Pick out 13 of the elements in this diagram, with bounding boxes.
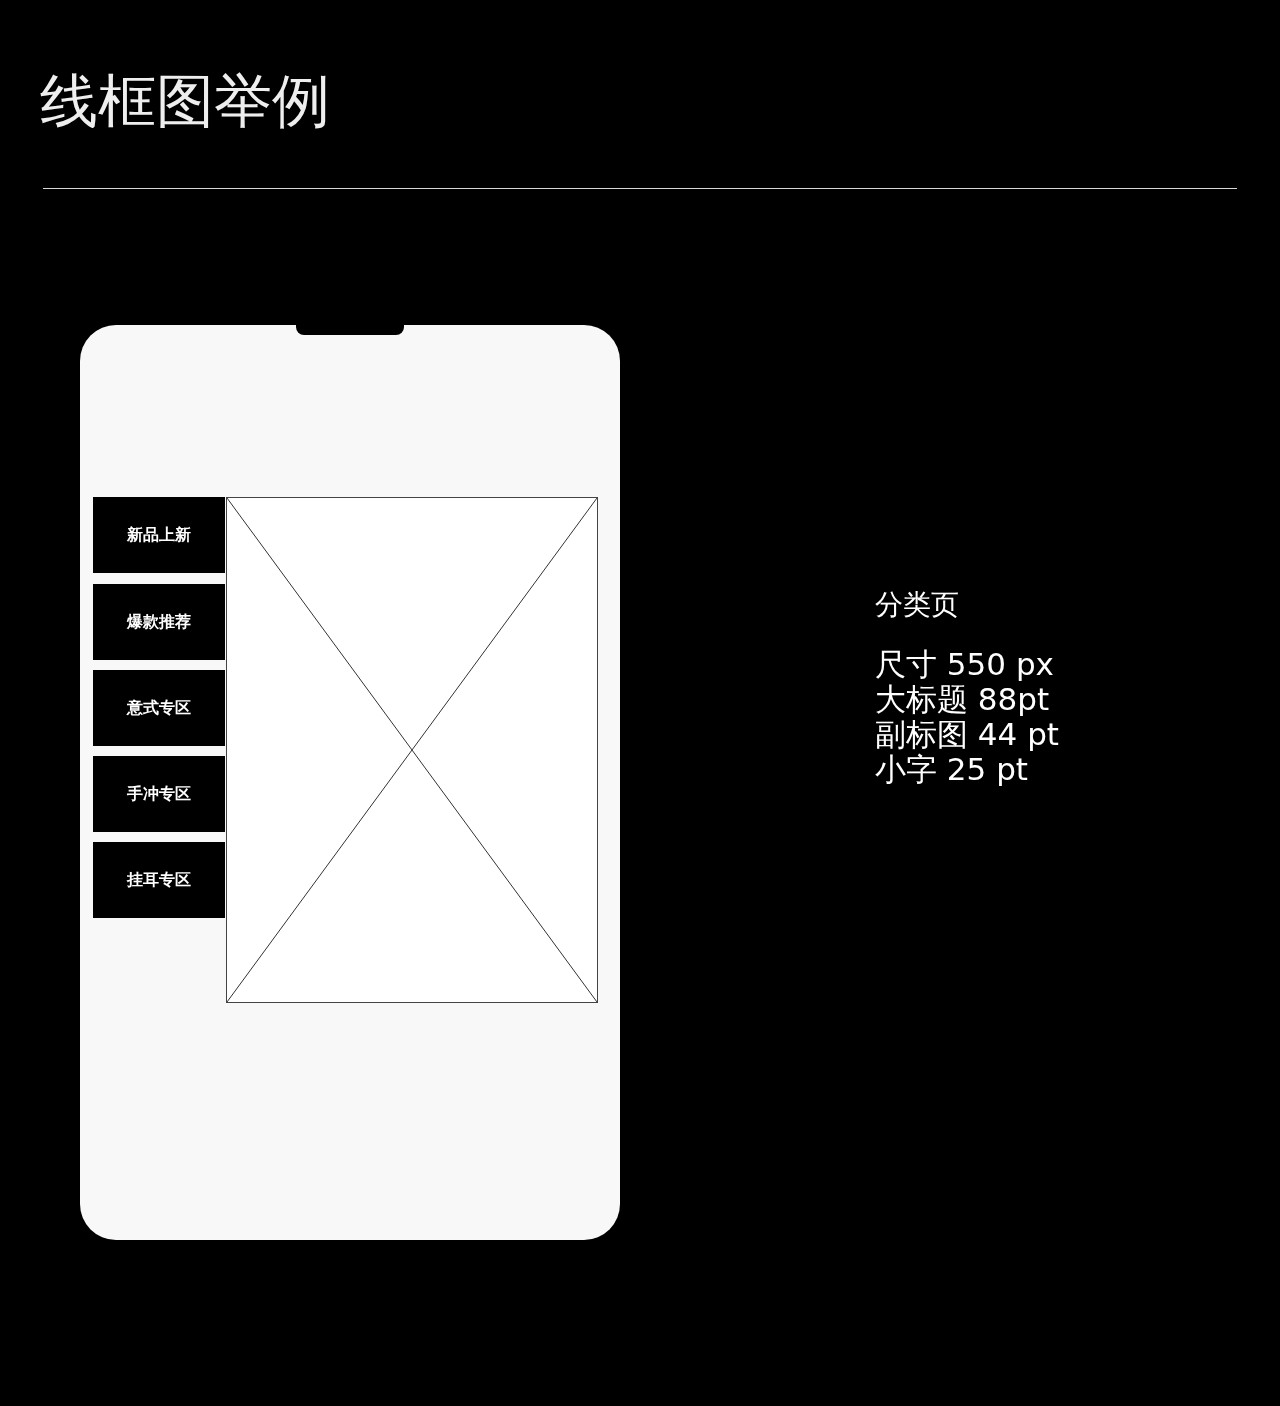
image-placeholder [226,497,598,1003]
spec-text: 副标图 44 pt [875,716,1059,753]
category-tab: 爆款推荐 [93,584,225,660]
page-label: 分类页 [875,588,959,622]
category-tab: 手冲专区 [93,756,225,832]
page-title: 线框图举例 [40,66,330,137]
spec-text: 小字 25 pt [875,751,1028,788]
category-tab: 新品上新 [93,497,225,573]
spec-text: 大标题 88pt [875,681,1050,718]
spec-text: 尺寸 550 px [875,646,1054,683]
category-tab: 意式专区 [93,670,225,746]
phone-frame [80,325,620,1240]
category-tab: 挂耳专区 [93,842,225,918]
